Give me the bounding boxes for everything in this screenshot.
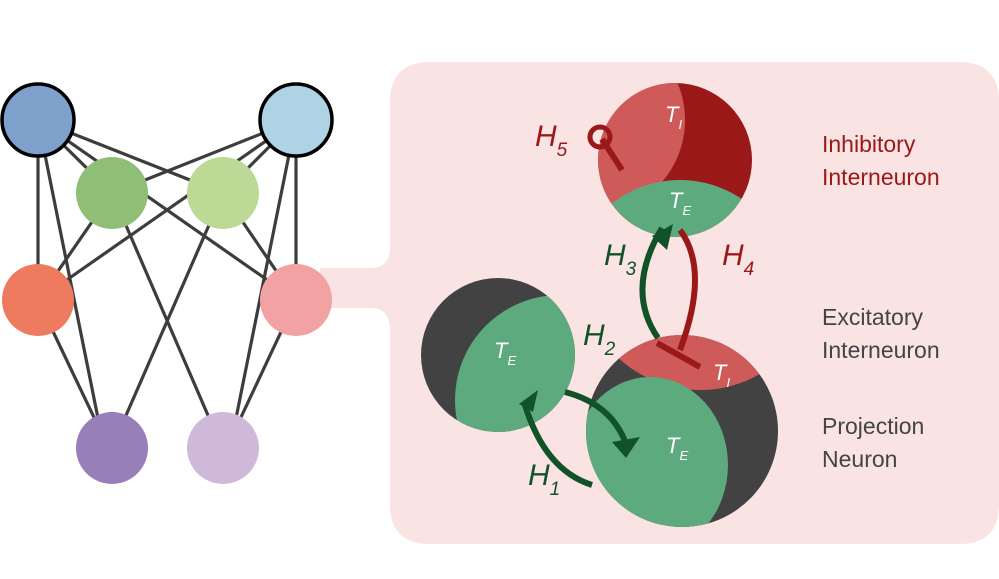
h2-label: H2 bbox=[583, 319, 616, 360]
label-line: Neuron bbox=[822, 446, 898, 472]
h4-connection bbox=[677, 228, 698, 352]
label-line: Excitatory bbox=[822, 304, 923, 330]
h1-connection bbox=[522, 404, 593, 488]
label-line: Interneuron bbox=[822, 337, 940, 363]
h4-inhibit-bar bbox=[655, 340, 702, 370]
projection-neuron-label: Projection Neuron bbox=[822, 410, 924, 476]
h4-label: H4 bbox=[722, 239, 754, 280]
node-top-left bbox=[0, 82, 76, 158]
h3-connection bbox=[639, 226, 665, 340]
h5-self-loop bbox=[587, 124, 613, 150]
network-edges bbox=[36, 118, 298, 449]
node-bottom-left bbox=[76, 412, 148, 484]
ti-top-label: TI bbox=[665, 102, 682, 132]
excitatory-interneuron-label: Excitatory Interneuron bbox=[822, 301, 940, 367]
node-bottom-right bbox=[187, 412, 259, 484]
h3-arrowhead bbox=[652, 224, 673, 250]
node-mid-left bbox=[2, 264, 74, 336]
node-green-right bbox=[187, 157, 259, 229]
te-top-label: TE bbox=[669, 188, 691, 218]
h5-label: H5 bbox=[535, 120, 568, 161]
node-green-left bbox=[76, 157, 148, 229]
h5-inhibit-bar bbox=[599, 137, 625, 172]
h1-arrowhead bbox=[519, 390, 538, 412]
h1-label: H1 bbox=[528, 459, 560, 500]
node-mid-right bbox=[260, 264, 332, 336]
h2-arrowhead bbox=[612, 437, 640, 458]
ti-projection-label: TI bbox=[713, 360, 730, 390]
te-projection-label: TE bbox=[666, 433, 688, 463]
h3-label: H3 bbox=[604, 239, 637, 280]
excitatory-interneuron-cell bbox=[421, 278, 575, 432]
label-line: Interneuron bbox=[822, 164, 940, 190]
node-top-right bbox=[258, 82, 334, 158]
te-excitatory-label: TE bbox=[494, 338, 516, 368]
inhibitory-interneuron-label: Inhibitory Interneuron bbox=[822, 128, 940, 194]
label-line: Inhibitory bbox=[822, 131, 916, 157]
label-line: Projection bbox=[822, 413, 925, 439]
